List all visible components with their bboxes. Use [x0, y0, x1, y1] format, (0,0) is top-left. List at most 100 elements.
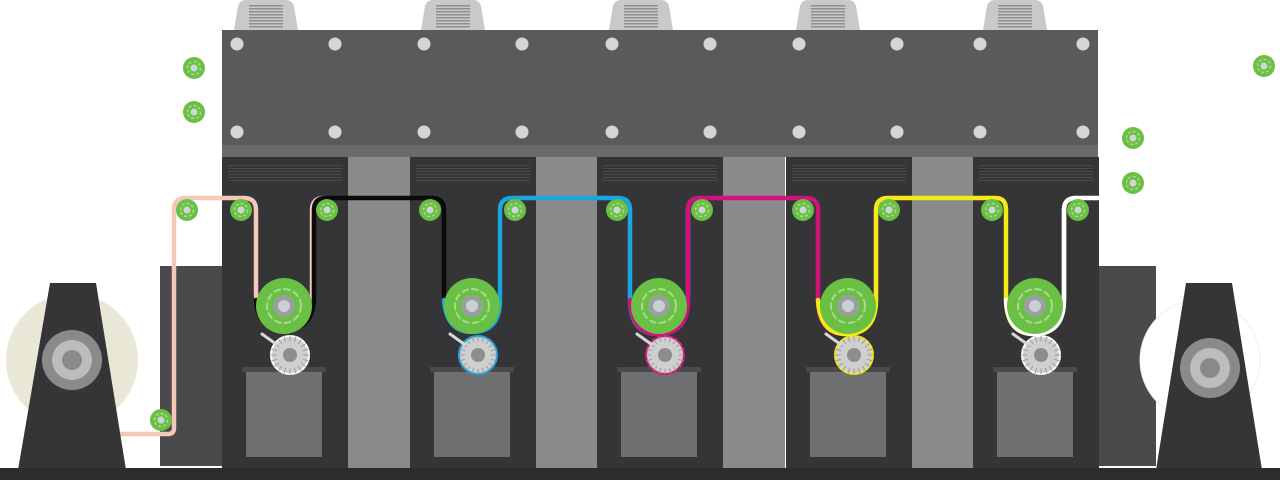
impression-cylinder-icon	[444, 278, 500, 334]
dryer-vent-slot	[811, 20, 845, 22]
guide-roller-axle	[799, 206, 807, 214]
guide-roller-icon	[691, 199, 713, 221]
impression-cylinder-axle	[842, 300, 854, 312]
guide-roller-axle	[183, 206, 191, 214]
uv-dryer-icon	[796, 0, 860, 30]
guide-roller-icon	[1122, 127, 1144, 149]
housing-bolt	[1076, 37, 1090, 51]
dryer-vent-slot	[998, 14, 1032, 16]
anilox-tooth	[1051, 343, 1057, 348]
anilox-tooth	[835, 348, 842, 352]
floor-line	[0, 468, 1280, 480]
anilox-tooth	[1034, 367, 1038, 374]
anilox-tooth	[857, 367, 861, 374]
anilox-tooth	[271, 348, 278, 352]
guide-roller-ring	[694, 202, 710, 218]
web-after-white	[1003, 195, 1101, 337]
dryer-vent-slot	[624, 23, 658, 25]
dryer-vent-slot	[436, 14, 470, 16]
anilox-tooth	[278, 339, 283, 345]
station-vents	[792, 165, 906, 183]
anilox-tooth	[462, 362, 468, 367]
guide-roller-icon	[150, 409, 172, 431]
guide-roller-icon	[1122, 172, 1144, 194]
housing-bolt	[792, 125, 806, 139]
anilox-tooth	[471, 367, 475, 374]
guide-roller-icon	[1067, 199, 1089, 221]
guide-roller-axle	[1129, 134, 1137, 142]
anilox-tooth	[1044, 367, 1048, 374]
dryer-vent-slot	[436, 26, 470, 28]
station-vents	[416, 165, 530, 183]
dryer-vent-slot	[249, 23, 283, 25]
guide-roller-icon	[183, 57, 205, 79]
dryer-vent-slot	[811, 8, 845, 10]
ink-pan-icon	[246, 371, 322, 457]
guide-roller-icon	[878, 199, 900, 221]
dryer-vent-slot	[249, 20, 283, 22]
anilox-tooth	[658, 367, 662, 374]
dryer-vent-slot	[998, 20, 1032, 22]
impression-cylinder-ring	[830, 288, 866, 324]
housing-bolt	[890, 125, 904, 139]
anilox-tooth	[1044, 336, 1048, 343]
housing-bolt	[417, 125, 431, 139]
housing-bolt	[328, 125, 342, 139]
housing-bolt	[605, 125, 619, 139]
station-vents	[228, 165, 342, 183]
anilox-tooth	[675, 343, 681, 348]
dryer-vent-slot	[436, 20, 470, 22]
impression-cylinder-ring	[266, 288, 302, 324]
impression-cylinder-icon	[631, 278, 687, 334]
uv-dryer-icon	[983, 0, 1047, 30]
anilox-tooth	[293, 367, 297, 374]
anilox-tooth	[1029, 365, 1034, 371]
guide-roller-icon	[981, 199, 1003, 221]
housing-bolt	[328, 37, 342, 51]
doctor-blade-icon	[824, 332, 842, 346]
guide-roller-ring	[1070, 202, 1086, 218]
guide-roller-axle	[698, 206, 706, 214]
anilox-tooth	[866, 348, 873, 352]
housing-bolt	[890, 37, 904, 51]
guide-roller-icon	[606, 199, 628, 221]
dryer-vent-slot	[624, 5, 658, 7]
anilox-tooth	[485, 339, 490, 345]
ink-pan-icon	[997, 371, 1073, 457]
anilox-tooth	[459, 358, 466, 362]
housing-bolt	[973, 37, 987, 51]
upper-housing-lip	[222, 145, 1098, 157]
guide-roller-ring	[319, 202, 335, 218]
housing-bolt	[1076, 125, 1090, 139]
guide-roller-ring	[1256, 58, 1272, 74]
anilox-roller-icon	[834, 335, 874, 375]
anilox-tooth	[481, 336, 485, 343]
anilox-tooth	[302, 358, 309, 362]
housing-bolt	[515, 125, 529, 139]
guide-roller-axle	[190, 64, 198, 72]
anilox-tooth	[857, 336, 861, 343]
guide-roller-ring	[507, 202, 523, 218]
guide-roller-ring	[609, 202, 625, 218]
dryer-vent-slot	[249, 8, 283, 10]
column-gap	[912, 157, 974, 469]
anilox-tooth	[485, 365, 490, 371]
anilox-tooth	[466, 339, 471, 345]
housing-bolt	[973, 125, 987, 139]
guide-roller-ring	[881, 202, 897, 218]
anilox-tooth	[1048, 365, 1053, 371]
guide-roller-ring	[233, 202, 249, 218]
column-gap	[723, 157, 785, 469]
uv-dryer-units	[234, 0, 1047, 30]
guide-roller-icon	[419, 199, 441, 221]
rewind-stand	[1139, 283, 1262, 470]
anilox-tooth	[847, 336, 851, 343]
guide-roller-icon	[316, 199, 338, 221]
anilox-tooth	[864, 362, 870, 367]
dryer-vent-slot	[436, 11, 470, 13]
anilox-tooth	[646, 348, 653, 352]
anilox-tooth	[297, 339, 302, 345]
anilox-tooth	[668, 367, 672, 374]
anilox-tooth	[471, 336, 475, 343]
